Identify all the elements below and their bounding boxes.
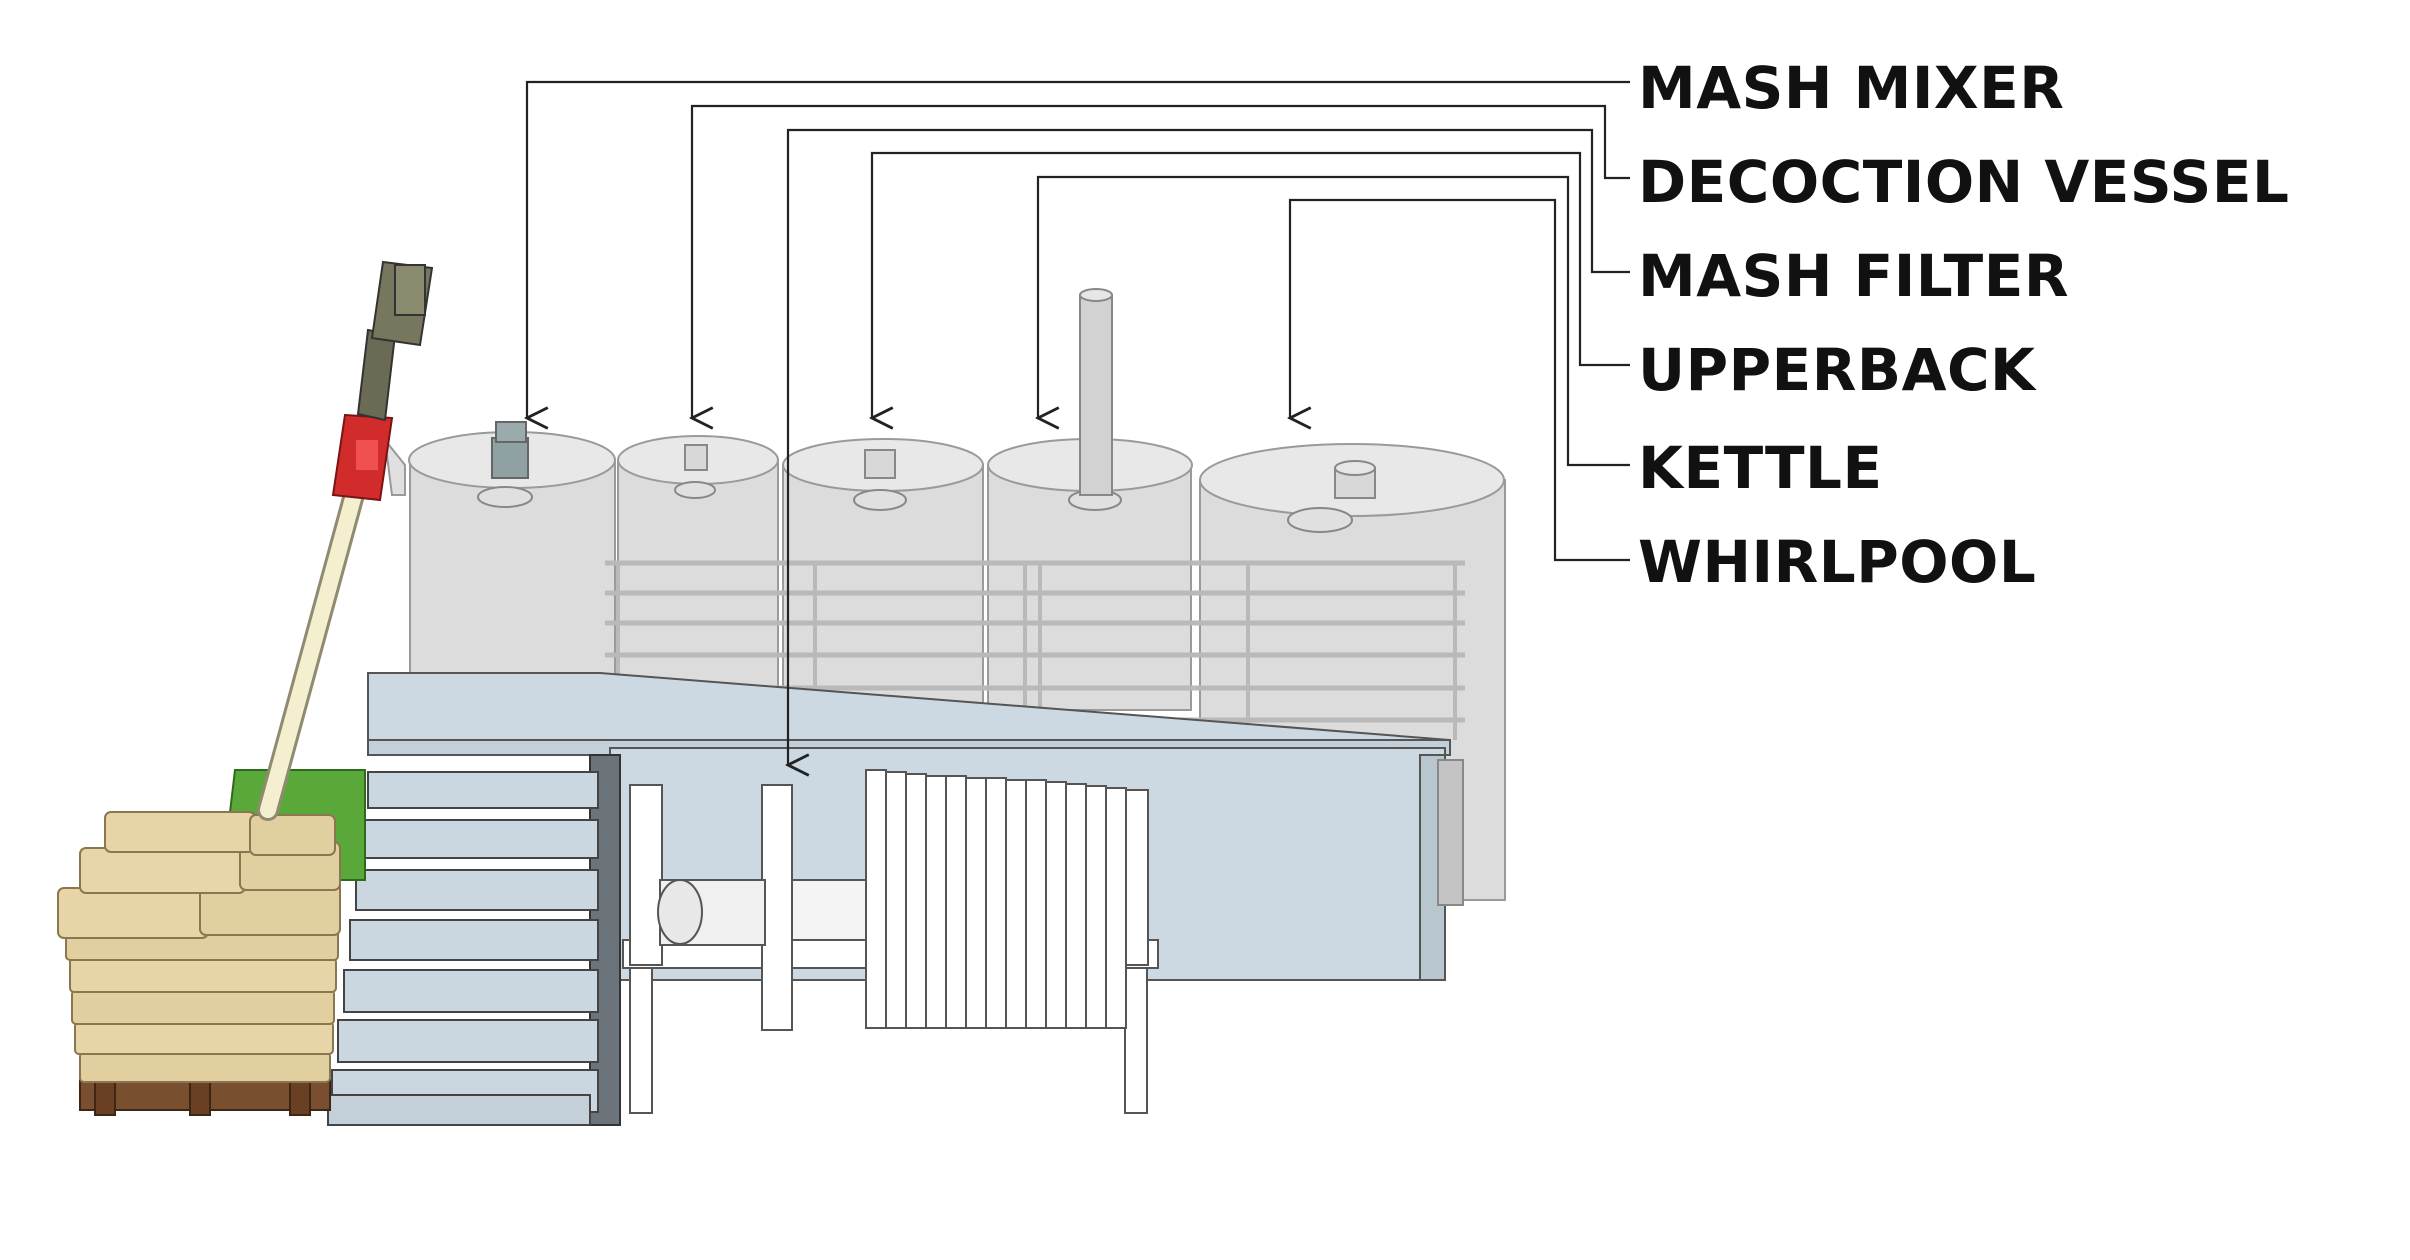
label-upperback: UPPERBACK	[1638, 336, 2037, 404]
tank-mash-mixer	[408, 421, 616, 711]
label-decoction-vessel: DECOCTION VESSEL	[1638, 148, 2289, 216]
auger-motor	[331, 260, 434, 502]
label-mash-mixer: MASH MIXER	[1638, 54, 2064, 122]
grain-bag-pallet	[57, 811, 341, 1116]
label-kettle: KETTLE	[1638, 434, 1883, 502]
tank-decoction-vessel	[617, 435, 779, 711]
leader-decoction-vessel	[692, 104, 1630, 418]
filter-press	[622, 769, 1159, 1114]
leader-mash-filter	[788, 128, 1630, 765]
platform-railing	[605, 560, 1465, 740]
leader-kettle	[1038, 175, 1630, 467]
grain-auger	[257, 436, 406, 821]
labels: MASH MIXER DECOCTION VESSEL MASH FILTER …	[1638, 54, 2289, 596]
leader-whirlpool	[1290, 198, 1630, 562]
leader-upperback	[872, 151, 1630, 418]
stairs	[327, 754, 621, 1126]
leader-lines	[527, 80, 1630, 765]
tank-upperback	[987, 288, 1193, 711]
label-whirlpool: WHIRLPOOL	[1638, 528, 2036, 596]
filter-plates	[865, 769, 1149, 1029]
label-mash-filter: MASH FILTER	[1638, 242, 2069, 310]
leader-mash-mixer	[527, 80, 1630, 418]
